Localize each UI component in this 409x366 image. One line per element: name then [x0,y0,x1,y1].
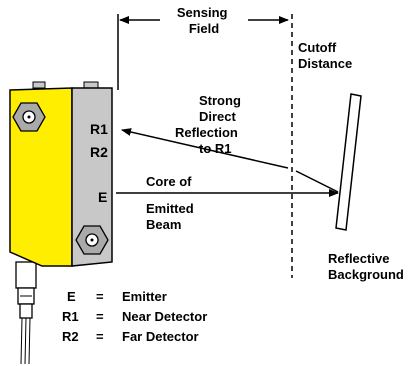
sensor-e-label: E [98,189,107,205]
legend-value: Emitter [122,289,167,304]
reflective-background-line-1: Reflective [328,251,389,266]
cutoff-distance-line-2: Distance [298,56,352,71]
reflective-background-panel [335,93,362,231]
sensing-field-line-2: Field [189,21,219,36]
hex-screw-bottom [75,225,109,255]
hex-screw-top [12,102,46,132]
strong-reflection-line-4: to R1 [199,141,232,156]
sensor-face [71,87,113,267]
sensor-r2-label: R2 [90,144,108,160]
legend: E = Emitter R1 = Near Detector R2 = Far … [62,289,207,344]
sensor-body: R1 R2 E [9,81,113,267]
strong-reflection-line-3: Reflection [175,125,238,140]
legend-value: Far Detector [122,329,199,344]
legend-eq: = [96,309,104,324]
legend-key: R1 [62,309,79,324]
core-beam-line-3: Beam [146,217,181,232]
cutoff-distance-line-1: Cutoff [298,40,337,55]
reflective-background-label: Reflective Background [328,251,404,282]
reflection-arrow [121,128,289,169]
strong-reflection-line-1: Strong [199,93,241,108]
sensor-housing [9,87,73,267]
sensor-r1-label: R1 [90,121,108,137]
legend-eq: = [96,329,104,344]
sensing-field-dimension: Sensing Field [117,5,289,90]
core-beam-line-2: Emitted [146,201,194,216]
legend-key: E [67,289,76,304]
legend-eq: = [96,289,104,304]
cutoff-distance-label: Cutoff Distance [298,40,352,71]
core-beam-label: Core of Emitted Beam [146,174,197,232]
reflection-line [295,170,339,193]
legend-key: R2 [62,329,79,344]
reflective-background-line-2: Background [328,267,404,282]
legend-value: Near Detector [122,309,207,324]
sensing-field-line-1: Sensing [177,5,228,20]
sensor-cable [15,261,37,365]
sensing-field-label: Sensing Field [177,5,231,36]
core-beam-line-1: Core of [146,174,192,189]
strong-reflection-label: Strong Direct Reflection to R1 [175,93,245,156]
strong-reflection-line-2: Direct [199,109,237,124]
